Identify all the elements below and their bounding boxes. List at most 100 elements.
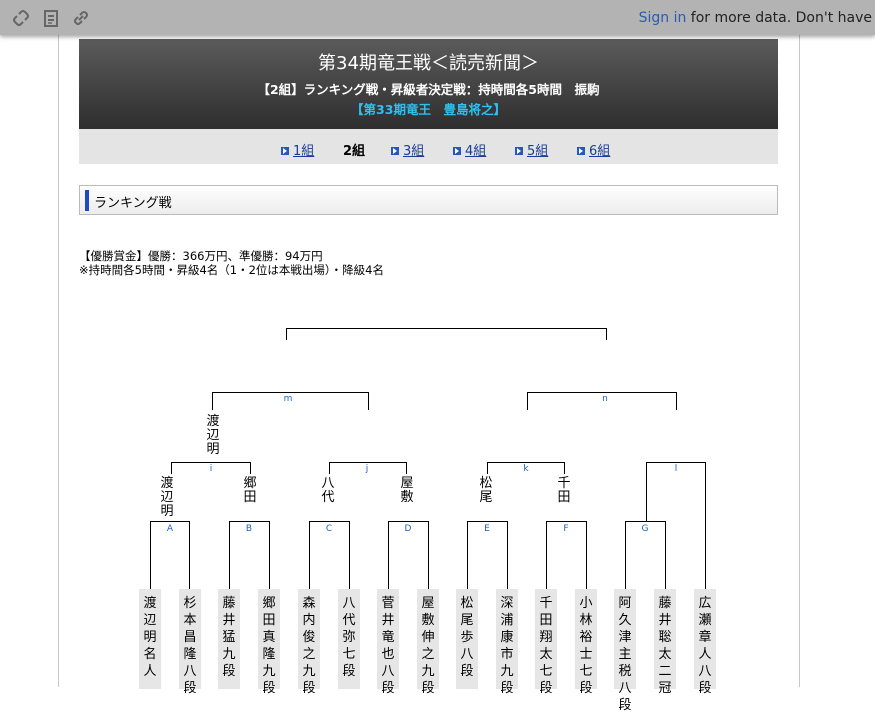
match-label-f: F — [563, 524, 569, 534]
winner-round1-chida: 千田 — [557, 476, 571, 505]
match-label-d: D — [404, 524, 412, 534]
bracket-line — [286, 328, 607, 329]
group-link[interactable]: 6組 — [589, 144, 611, 159]
player-box[interactable]: 深浦康市九段 — [496, 589, 518, 696]
page-title: 第34期竜王戦＜読売新聞＞ — [318, 53, 539, 74]
bracket-line — [705, 462, 706, 589]
bracket-line — [269, 521, 270, 589]
winner-round1-goda: 郷田 — [243, 476, 257, 505]
bracket-line — [309, 521, 310, 589]
match-label-m: m — [283, 394, 293, 404]
player-box[interactable]: 森内俊之九段 — [298, 589, 320, 696]
group-tab-5[interactable]: 5組 — [515, 140, 548, 159]
bracket-line — [250, 462, 251, 474]
bracket-line — [487, 462, 488, 474]
page-subtitle: 【2組】ランキング戦・昇級者決定戦：持時間各5時間 振駒 — [257, 82, 600, 97]
player-name: 広瀬章人八段 — [698, 596, 712, 696]
bracket-line — [467, 521, 508, 522]
player-box[interactable]: 藤井 猛九段 — [218, 589, 249, 689]
winner-round2-watanabe: 渡辺明 — [206, 414, 220, 457]
player-box[interactable]: 千田翔太七段 — [535, 589, 557, 696]
bracket-line — [309, 521, 350, 522]
bracket-line — [527, 392, 528, 410]
signin-link[interactable]: Sign in — [638, 10, 687, 26]
player-box[interactable]: 渡辺 明名人 — [139, 589, 170, 689]
bracket-line — [507, 521, 508, 589]
bracket-line — [229, 521, 230, 589]
link-icon[interactable] — [72, 9, 90, 27]
match-label-l: l — [674, 464, 678, 474]
bracket-line — [625, 521, 626, 589]
winner-round1-yashiki: 屋敷 — [400, 476, 414, 505]
bracket-line — [564, 462, 565, 474]
section-accent-bar — [85, 190, 89, 211]
bracket-line — [212, 392, 213, 410]
player-name: 八代 弥七段 — [342, 596, 369, 679]
link-broken-icon[interactable] — [12, 9, 30, 27]
player-name: 屋敷伸之九段 — [421, 596, 435, 696]
bracket-line — [212, 392, 369, 393]
bracket-line — [171, 462, 172, 474]
player-box[interactable]: 屋敷伸之九段 — [417, 589, 439, 696]
player-box[interactable]: 郷田真隆九段 — [258, 589, 280, 696]
player-box[interactable]: 松尾 歩八段 — [456, 589, 487, 689]
group-link[interactable]: 1組 — [293, 144, 315, 159]
player-box[interactable]: 阿久津主税八段 — [614, 589, 636, 713]
match-label-k: k — [523, 464, 529, 474]
group-nav: 1組 2組 3組 4組 5組 6組 — [79, 129, 778, 164]
group-tab-3[interactable]: 3組 — [391, 140, 424, 159]
bracket-line — [388, 521, 389, 589]
player-box[interactable]: 菅井竜也八段 — [377, 589, 399, 696]
player-box[interactable]: 杉本昌隆八段 — [179, 589, 201, 696]
match-label-n: n — [602, 394, 608, 404]
group-tab-4[interactable]: 4組 — [453, 140, 486, 159]
page-header: 第34期竜王戦＜読売新聞＞ 【2組】ランキング戦・昇級者決定戦：持時間各5時間 … — [79, 39, 778, 129]
winner-round1-matsuo: 松尾 — [479, 476, 493, 505]
player-name: 千田翔太七段 — [539, 596, 553, 696]
player-name: 杉本昌隆八段 — [183, 596, 197, 696]
signin-prompt: Sign in for more data. Don't have — [639, 10, 872, 26]
bracket-line — [586, 521, 587, 589]
bracket-line — [487, 462, 565, 463]
match-label-g: G — [641, 524, 649, 534]
match-label-c: C — [325, 524, 333, 534]
arrow-marker-icon — [281, 147, 289, 155]
player-name: 森内俊之九段 — [302, 596, 316, 696]
bracket-line — [546, 521, 587, 522]
bracket-line — [349, 521, 350, 589]
bracket-line — [625, 521, 666, 522]
player-box[interactable]: 小林裕士七段 — [575, 589, 597, 696]
bracket-line — [150, 521, 190, 522]
player-name: 阿久津主税八段 — [618, 596, 632, 713]
player-name: 渡辺 明名人 — [143, 596, 170, 679]
group-link[interactable]: 3組 — [403, 144, 425, 159]
player-name: 郷田真隆九段 — [262, 596, 276, 696]
match-label-b: B — [245, 524, 253, 534]
clipboard-icon[interactable] — [42, 9, 60, 27]
bracket-line — [606, 328, 607, 340]
arrow-marker-icon — [515, 147, 523, 155]
bracket-line — [646, 462, 706, 463]
bracket-line — [229, 521, 270, 522]
group-tab-1[interactable]: 1組 — [281, 140, 314, 159]
bracket-line — [329, 462, 407, 463]
bracket-line — [467, 521, 468, 589]
player-box[interactable]: 八代 弥七段 — [338, 589, 369, 689]
format-note: ※持時間各5時間・昇級4名（1・2位は本戦出場）・降級4名 — [79, 263, 384, 277]
bracket-line — [676, 392, 677, 410]
champion-line: 【第33期竜王 豊島将之】 — [351, 102, 506, 117]
group-current-label: 2組 — [343, 144, 366, 159]
player-box[interactable]: 広瀬章人八段 — [694, 589, 716, 696]
group-link[interactable]: 4組 — [465, 144, 487, 159]
section-title: ランキング戦 — [94, 196, 172, 211]
bracket-line — [527, 392, 677, 393]
bracket-line — [428, 521, 429, 589]
group-tab-2-current: 2組 — [343, 140, 365, 159]
group-link[interactable]: 5組 — [527, 144, 549, 159]
group-tab-6[interactable]: 6組 — [577, 140, 610, 159]
section-heading: ランキング戦 — [79, 185, 778, 215]
player-box[interactable]: 藤井聡太二冠 — [654, 589, 676, 696]
bracket-line — [388, 521, 429, 522]
arrow-marker-icon — [453, 147, 461, 155]
player-name: 深浦康市九段 — [500, 596, 514, 696]
